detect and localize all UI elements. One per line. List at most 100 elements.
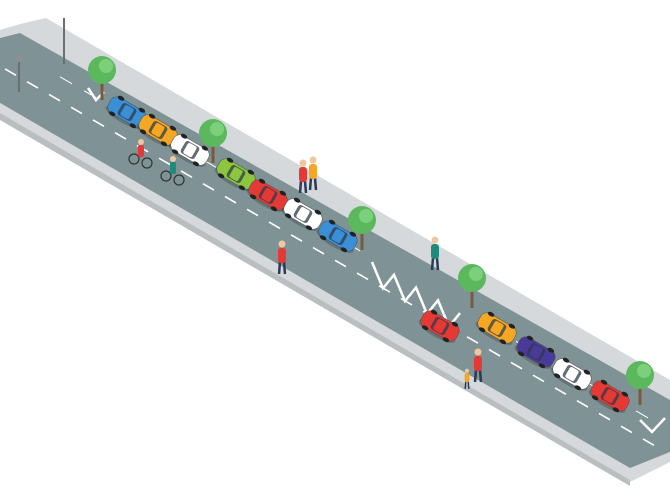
bicycle-wheel bbox=[128, 153, 140, 165]
wheel bbox=[328, 219, 336, 225]
cyclist bbox=[160, 156, 185, 186]
car bbox=[475, 311, 517, 345]
tree bbox=[458, 264, 486, 308]
zigzag-marking bbox=[370, 261, 461, 330]
sign-icon bbox=[15, 54, 23, 62]
trees bbox=[88, 56, 654, 405]
wheel bbox=[526, 335, 534, 341]
center-dash bbox=[620, 425, 633, 434]
center-dash bbox=[334, 259, 347, 268]
pedestrian bbox=[464, 368, 470, 389]
lower-sidewalk bbox=[0, 103, 670, 486]
car bbox=[281, 197, 323, 231]
bicycle-wheel bbox=[173, 174, 185, 186]
wheel bbox=[247, 169, 255, 175]
center-dash bbox=[268, 221, 281, 230]
wheel bbox=[517, 351, 525, 357]
wheel bbox=[192, 161, 200, 167]
tree bbox=[626, 361, 654, 405]
wheel bbox=[547, 347, 555, 353]
parked-cars bbox=[105, 95, 630, 413]
car bbox=[514, 335, 556, 369]
car bbox=[418, 309, 460, 343]
wheel bbox=[226, 157, 234, 163]
wheel bbox=[117, 95, 125, 101]
tree bbox=[88, 56, 116, 100]
wheel bbox=[430, 309, 438, 315]
wheel bbox=[305, 225, 313, 231]
tree bbox=[348, 206, 376, 250]
pedestrian bbox=[308, 156, 318, 191]
wheel bbox=[591, 395, 599, 401]
wheel bbox=[442, 337, 450, 343]
wheel bbox=[499, 339, 507, 345]
tree bbox=[199, 119, 227, 163]
center-dash bbox=[224, 195, 237, 204]
car bbox=[246, 178, 288, 212]
wheel bbox=[129, 123, 137, 129]
wheel bbox=[538, 363, 546, 369]
center-dash bbox=[290, 234, 303, 242]
center-dash bbox=[598, 412, 611, 421]
center-dash bbox=[400, 297, 413, 306]
wheel bbox=[108, 111, 116, 117]
center-dash bbox=[532, 374, 545, 383]
wheel bbox=[270, 206, 278, 212]
center-dash bbox=[48, 93, 61, 102]
wheel bbox=[169, 125, 177, 131]
wheel bbox=[201, 145, 209, 151]
wheel bbox=[284, 213, 292, 219]
center-dash bbox=[158, 157, 171, 166]
wheel bbox=[139, 129, 147, 135]
center-dash bbox=[356, 272, 369, 281]
wheel bbox=[451, 321, 459, 327]
center-dash bbox=[4, 68, 17, 76]
wheel bbox=[148, 113, 156, 119]
center-dash bbox=[202, 183, 215, 191]
wheel bbox=[487, 311, 495, 317]
parking-dash bbox=[59, 76, 73, 85]
center-dash bbox=[312, 246, 325, 255]
wheel bbox=[217, 173, 225, 179]
wheel bbox=[340, 247, 348, 253]
bicycle-wheel bbox=[160, 170, 172, 182]
pedestrian bbox=[473, 348, 483, 383]
wheel bbox=[249, 194, 257, 200]
car bbox=[105, 95, 147, 129]
wheel bbox=[138, 107, 146, 113]
wheel bbox=[478, 327, 486, 333]
wheel bbox=[258, 178, 266, 184]
wheel bbox=[279, 190, 287, 196]
street-poles bbox=[15, 18, 65, 92]
pedestrians bbox=[128, 139, 483, 389]
car bbox=[214, 157, 256, 191]
wheel bbox=[238, 185, 246, 191]
center-dash bbox=[642, 438, 655, 447]
car bbox=[550, 357, 592, 391]
wheel bbox=[574, 385, 582, 391]
bicycle-wheel bbox=[141, 157, 153, 169]
pedestrian bbox=[430, 236, 440, 271]
center-dash bbox=[466, 336, 479, 344]
wheel bbox=[180, 133, 188, 139]
center-dash bbox=[576, 399, 589, 408]
center-dash bbox=[510, 361, 523, 370]
wheel bbox=[319, 235, 327, 241]
center-dash bbox=[554, 387, 567, 395]
parking-dash bbox=[635, 410, 649, 419]
center-dash bbox=[92, 119, 105, 128]
wheel bbox=[621, 391, 629, 397]
center-dash bbox=[70, 106, 83, 115]
wheel bbox=[583, 369, 591, 375]
car bbox=[316, 219, 358, 253]
center-dash bbox=[26, 80, 39, 89]
wheel bbox=[171, 149, 179, 155]
wheel bbox=[314, 209, 322, 215]
center-dash bbox=[180, 170, 193, 179]
center-dash bbox=[246, 208, 259, 217]
wheel bbox=[600, 379, 608, 385]
wheel bbox=[612, 407, 620, 413]
wheel bbox=[562, 357, 570, 363]
center-dash bbox=[114, 132, 127, 140]
